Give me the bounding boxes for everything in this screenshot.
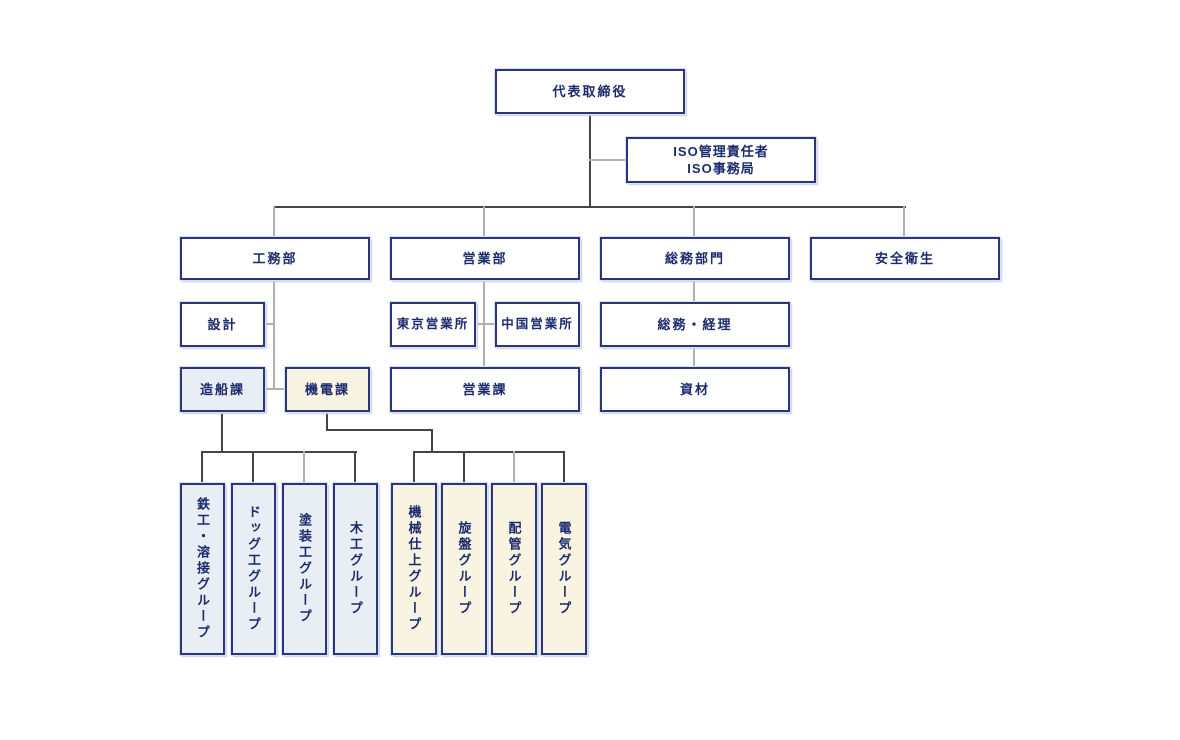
org-node-label: 電気グループ: [556, 521, 572, 617]
org-node-haikan-group: 配管グループ: [491, 483, 537, 655]
org-node-tokyo-eigyousho: 東京営業所: [390, 302, 476, 347]
connector-line: [463, 451, 465, 483]
connector-line: [221, 412, 223, 453]
org-node-label: 旋盤グループ: [456, 521, 472, 617]
org-node-ceo: 代表取締役: [495, 69, 685, 114]
org-node-label: 資材: [679, 382, 710, 397]
connector-line: [475, 323, 495, 325]
connector-line: [563, 451, 565, 483]
connector-line: [589, 159, 628, 161]
org-node-shizai: 資材: [600, 367, 790, 412]
org-node-kiden-ka: 機電課: [285, 367, 370, 412]
org-node-label: 塗装工グループ: [297, 513, 312, 625]
org-node-label: 中国営業所: [501, 317, 574, 331]
connector-line: [265, 388, 285, 390]
connector-line: [693, 206, 695, 237]
org-node-label: 総務部門: [664, 251, 725, 266]
org-node-mokkou-group: 木工グループ: [333, 483, 378, 655]
org-node-kikai-shiage-group: 機械仕上グループ: [391, 483, 437, 655]
connector-line: [413, 451, 415, 483]
connector-line: [431, 429, 433, 453]
connector-line: [273, 206, 275, 237]
org-node-denki-group: 電気グループ: [541, 483, 587, 655]
org-node-label: 機械仕上グループ: [406, 505, 422, 633]
connector-line: [201, 451, 203, 483]
connector-line: [693, 347, 695, 367]
connector-line: [354, 451, 356, 483]
connector-line: [265, 323, 275, 325]
org-node-dock-kou-group: ドッグ工グループ: [231, 483, 276, 655]
connector-line: [273, 206, 906, 208]
org-node-label: 営業部: [462, 251, 508, 266]
org-node-senban-group: 旋盤グループ: [441, 483, 487, 655]
org-node-label: 安全衛生: [874, 251, 935, 266]
org-node-label: 木工グループ: [348, 521, 363, 617]
org-node-label: 設計: [207, 317, 238, 332]
org-node-label: 営業課: [462, 382, 508, 397]
connector-line: [903, 206, 905, 237]
connector-line: [413, 451, 565, 453]
org-node-label: 鉄工・溶接グループ: [195, 497, 210, 641]
org-node-tekkou-yousetsu-group: 鉄工・溶接グループ: [180, 483, 225, 655]
org-node-soumu-bumon: 総務部門: [600, 237, 790, 280]
org-node-label: 機電課: [304, 382, 350, 397]
org-node-label: 配管グループ: [506, 521, 522, 617]
org-node-eigyou-ka: 営業課: [390, 367, 580, 412]
connector-line: [252, 451, 254, 483]
connector-line: [483, 206, 485, 237]
connector-line: [273, 280, 275, 390]
org-node-label-line: ISO管理責任者: [673, 144, 769, 159]
org-node-chugoku-eigyousho: 中国営業所: [495, 302, 580, 347]
org-node-label: 代表取締役: [552, 84, 628, 99]
org-node-label: 工務部: [252, 251, 298, 266]
org-node-label: 東京営業所: [396, 317, 470, 331]
org-node-eigyou-bu: 営業部: [390, 237, 580, 280]
connector-line: [303, 451, 305, 483]
org-node-label-line: ISO事務局: [687, 161, 755, 176]
connector-line: [326, 429, 433, 431]
org-node-zousen-ka: 造船課: [180, 367, 265, 412]
org-node-anzen-eisei: 安全衛生: [810, 237, 1000, 280]
org-node-koumu-bu: 工務部: [180, 237, 370, 280]
org-node-tosou-kou-group: 塗装工グループ: [282, 483, 327, 655]
connector-line: [201, 451, 357, 453]
connector-line: [513, 451, 515, 483]
org-node-label: 総務・経理: [657, 317, 733, 332]
org-node-label: ドッグ工グループ: [246, 505, 261, 633]
org-node-soumu-keiri: 総務・経理: [600, 302, 790, 347]
connector-line: [693, 280, 695, 302]
org-node-label: 造船課: [199, 382, 245, 397]
org-node-sekkei: 設計: [180, 302, 265, 347]
org-node-iso-office: ISO管理責任者 ISO事務局: [626, 137, 816, 183]
connector-line: [326, 412, 328, 431]
org-node-label: ISO管理責任者 ISO事務局: [673, 143, 768, 177]
